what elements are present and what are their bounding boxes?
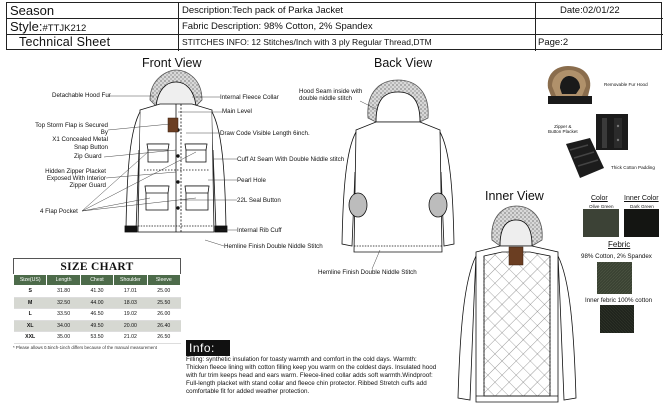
table-cell: 26.50 [147, 331, 181, 344]
blank-cell [536, 19, 663, 35]
table-cell: 53.50 [80, 331, 114, 344]
size-chart: SIZE CHART Size(US) Length Chest Shoulde… [12, 258, 182, 350]
table-cell: 34.00 [46, 320, 81, 332]
description-cell: Description:Tech pack of Parka Jacket [179, 3, 536, 19]
callout-hood-fur: Detachable Hood Fur [52, 92, 111, 99]
size-chart-header-row: Size(US) Length Chest Shoulder Sleeve [12, 274, 182, 286]
color-swatch-dark [624, 209, 659, 237]
color-title: Color [591, 195, 608, 202]
callout-hidden-zipper: Hidden Zipper Placket Exposed With Inter… [45, 168, 106, 190]
table-cell: 33.50 [46, 308, 81, 321]
fabric-inner-label: Inner febric 100% cotton [585, 297, 653, 304]
inner-label-badge [508, 246, 524, 266]
page-cell: Page:2 [538, 37, 569, 48]
back-leader-lines [359, 100, 381, 270]
table-cell: XXL [13, 331, 47, 344]
fabric-outer-swatch [597, 262, 632, 294]
table-cell: 25.00 [147, 285, 181, 298]
table-cell: M [13, 297, 47, 309]
table-cell: 49.50 [80, 320, 114, 332]
col-header: Sleeve [146, 274, 182, 286]
table-cell: 46.50 [80, 308, 114, 321]
style-cell: Style:#TTJK212 [7, 19, 179, 35]
info-text: Filling: synthetic insulation for toasty… [186, 356, 437, 396]
table-row: S 31.80 41.30 17.01 25.00 [13, 285, 181, 298]
table-row: XL 34.00 49.50 20.00 26.40 [13, 320, 181, 332]
table-cell: L [13, 308, 47, 321]
table-cell: 26.00 [147, 308, 181, 321]
callout-fleece-collar: Internal Fleece Collar [220, 94, 279, 101]
table-cell: 19.02 [113, 308, 148, 321]
callout-hood-seam: Hood Seam inside with double niddle stit… [299, 88, 363, 103]
fabric-inner-swatch [600, 305, 634, 333]
table-cell: 21.02 [113, 331, 148, 344]
col-header: Length [46, 274, 81, 286]
stitches-info-cell: STITCHES INFO: 12 Stitches/Inch with 3 p… [179, 35, 536, 51]
detail-fur-hood-photo [547, 66, 592, 104]
color-swatch-olive [583, 209, 619, 237]
inner-view-jacket [457, 205, 577, 403]
table-cell: 44.00 [80, 297, 114, 309]
col-header: Chest [79, 274, 115, 286]
callout-draw-code: Draw Code Visible Length 6inch. [220, 130, 310, 137]
size-chart-table: Size(US) Length Chest Shoulder Sleeve S … [12, 274, 182, 344]
detail-label-cotton-padding: Thick Cotton Padding [611, 165, 655, 170]
main-label-badge [167, 117, 179, 133]
callout-flap-pocket: 4 Flap Pocket [40, 208, 78, 215]
inner-color-title: Inner Color [624, 195, 659, 202]
table-cell: 35.00 [46, 331, 81, 344]
callout-rib-cuff: Internal Rib Cuff [237, 227, 282, 234]
table-cell: 32.50 [46, 297, 81, 309]
callout-pearl-hole: Pearl Hole [237, 177, 266, 184]
inner-color-name: Dark Green [630, 204, 654, 209]
style-code: #TTJK212 [42, 23, 87, 34]
col-header: Shoulder [113, 274, 148, 286]
callout-zip-guard: Zip Guard [74, 153, 102, 160]
detail-label-zipper-placket: Zipper & Button Placket [548, 124, 578, 135]
table-cell: 25.50 [147, 297, 181, 309]
callout-seal-button: 22L Seal Button [237, 197, 281, 204]
table-cell: S [13, 285, 47, 298]
table-cell: 31.80 [46, 285, 81, 298]
table-cell: XL [13, 320, 47, 332]
size-chart-title: SIZE CHART [13, 258, 181, 274]
callout-cuff-seam: Cuff At Seam With Double Niddle stitch [237, 156, 345, 163]
detail-zipper-photo [596, 114, 628, 150]
callout-storm-flap: Top Storm Flap is Secured By X1 Conceale… [35, 122, 108, 151]
front-leader-lines [81, 95, 237, 247]
header-table: Season Style:#TTJK212 Technical Sheet De… [6, 2, 663, 51]
detail-padding-photo [566, 138, 604, 178]
col-header: Size(US) [12, 274, 48, 286]
info-title: Info: [186, 340, 230, 356]
inner-view-title: Inner View [485, 189, 544, 203]
table-cell: 41.30 [80, 285, 114, 298]
back-view-title: Back View [374, 56, 433, 70]
callout-hemline-front: Hemline Finish Double Niddle Stitch [224, 243, 323, 250]
front-view-jacket [124, 69, 228, 233]
table-cell: 26.40 [147, 320, 181, 332]
callout-main-label: Main Level [222, 108, 252, 115]
callout-hemline-back: Hemline Finish Double Niddle Stitch [318, 269, 417, 276]
table-row: XXL 35.00 53.50 21.02 26.50 [13, 331, 181, 344]
size-chart-note: * Please allows 0.5inch-1inch differs be… [13, 344, 157, 350]
fabric-description-cell: Fabric Description: 98% Cotton, 2% Spand… [179, 19, 536, 35]
season-cell: Season [7, 3, 179, 19]
fabric-title: Febric [608, 240, 631, 249]
detail-label-removable-fur: Removable Fur Hood [604, 82, 648, 87]
color-name: Olive Green [589, 204, 614, 209]
table-cell: 17.01 [113, 285, 148, 298]
table-cell: 20.00 [113, 320, 148, 332]
sheet-title: Technical Sheet [7, 35, 179, 51]
table-row: L 33.50 46.50 19.02 26.00 [13, 308, 181, 321]
front-view-title: Front View [142, 56, 202, 70]
style-label: Style: [10, 19, 43, 34]
fabric-outer-label: 98% Cotton, 2% Spandex [581, 253, 652, 260]
table-row: M 32.50 44.00 18.03 25.50 [13, 297, 181, 309]
date-cell: Date:02/01/22 [536, 3, 663, 19]
back-view-jacket [341, 79, 455, 253]
table-cell: 18.03 [113, 297, 148, 309]
